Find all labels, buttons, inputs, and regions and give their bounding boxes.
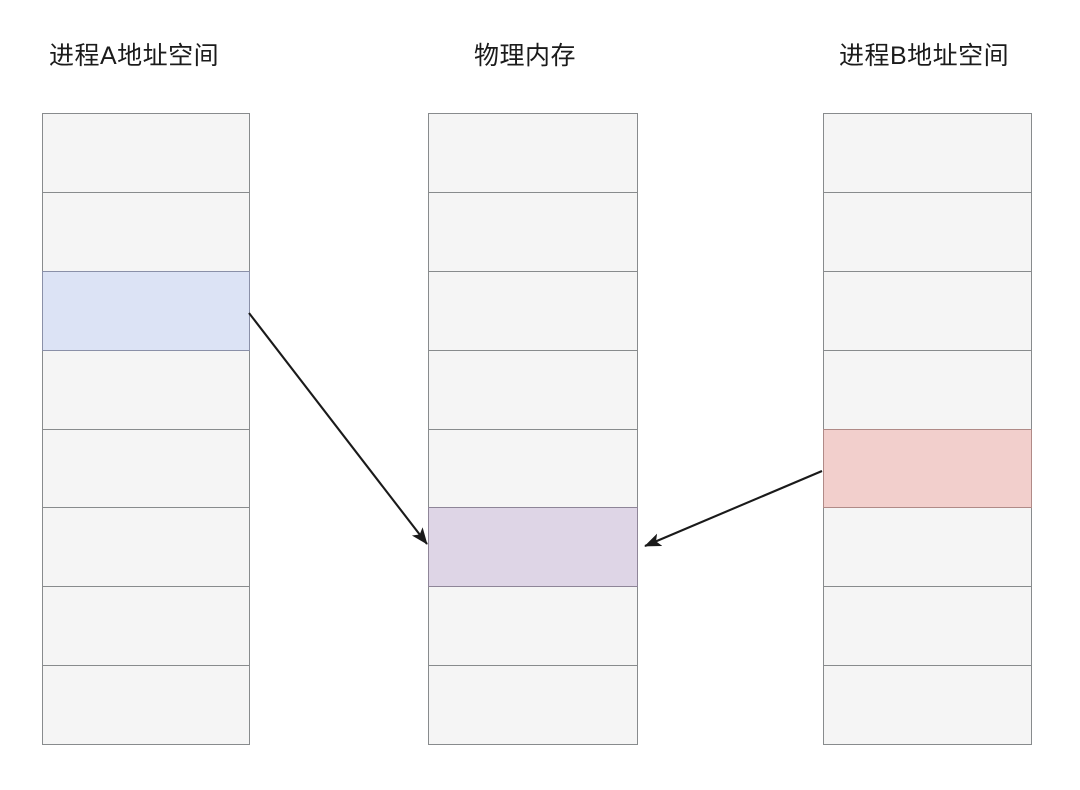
memory-cell-b-6[interactable] xyxy=(823,507,1032,588)
memory-cell-a-6[interactable] xyxy=(42,507,250,588)
arrow-a-to-memory xyxy=(248,312,428,545)
memory-cell-b-2[interactable] xyxy=(823,191,1032,272)
memory-cell-a-3-highlighted[interactable] xyxy=(42,270,250,351)
memory-cell-a-8[interactable] xyxy=(42,665,250,745)
memory-cell-m-3[interactable] xyxy=(428,270,638,351)
memory-cell-a-7[interactable] xyxy=(42,586,250,667)
memory-cell-a-4[interactable] xyxy=(42,349,250,430)
memory-cell-m-2[interactable] xyxy=(428,191,638,272)
memory-cell-m-7[interactable] xyxy=(428,586,638,667)
memory-cell-a-2[interactable] xyxy=(42,191,250,272)
column-process-b xyxy=(823,113,1032,745)
memory-cell-m-8[interactable] xyxy=(428,665,638,745)
column-title-process-b: 进程B地址空间 xyxy=(839,42,1010,70)
memory-cell-m-1[interactable] xyxy=(428,113,638,193)
memory-cell-b-4[interactable] xyxy=(823,349,1032,430)
column-physical-memory xyxy=(428,113,638,745)
column-process-a xyxy=(42,113,250,745)
memory-cell-b-7[interactable] xyxy=(823,586,1032,667)
memory-cell-b-1[interactable] xyxy=(823,113,1032,193)
column-title-physical-memory: 物理内存 xyxy=(474,42,577,70)
memory-cell-b-5-highlighted[interactable] xyxy=(823,428,1032,509)
memory-cell-a-5[interactable] xyxy=(42,428,250,509)
memory-cell-m-6-highlighted[interactable] xyxy=(428,507,638,588)
memory-cell-m-5[interactable] xyxy=(428,428,638,509)
memory-cell-b-8[interactable] xyxy=(823,665,1032,745)
arrow-b-to-memory xyxy=(644,470,823,547)
memory-cell-m-4[interactable] xyxy=(428,349,638,430)
memory-cell-b-3[interactable] xyxy=(823,270,1032,351)
memory-cell-a-1[interactable] xyxy=(42,113,250,193)
column-title-process-a: 进程A地址空间 xyxy=(49,42,220,70)
